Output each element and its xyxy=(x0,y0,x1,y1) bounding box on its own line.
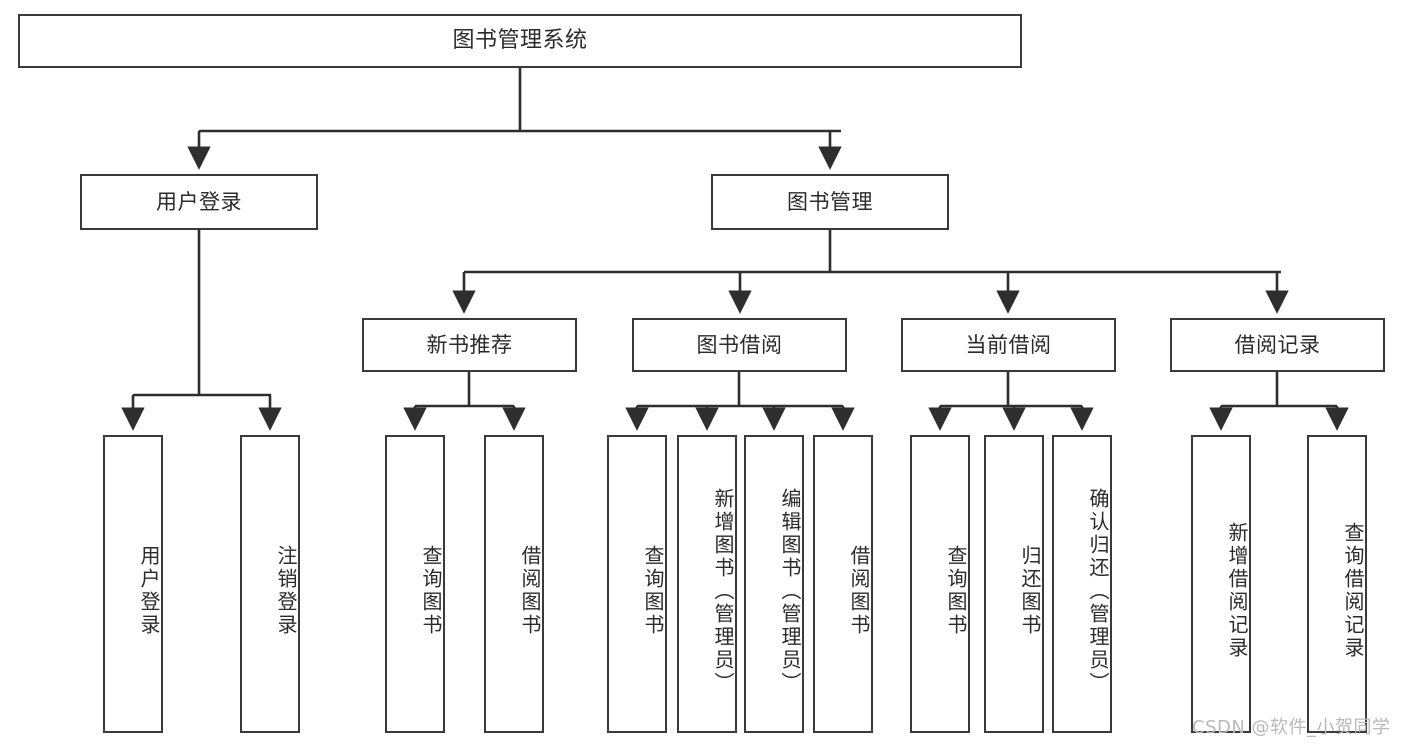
leaf-return-book[interactable]: 归还图书 xyxy=(984,435,1044,733)
leaf-borrow-book-borrowing[interactable]: 借阅图书 xyxy=(813,435,873,733)
leaf-query-book-current[interactable]: 查询图书 xyxy=(910,435,970,733)
leaf-edit-book-admin[interactable]: 编辑图书（管理员） xyxy=(744,435,804,733)
node-new-book-recommendation[interactable]: 新书推荐 xyxy=(362,318,577,372)
leaf-user-login[interactable]: 用户登录 xyxy=(103,435,163,733)
csdn-watermark: CSDN @软件_小贺同学 xyxy=(1192,717,1391,738)
node-user-login[interactable]: 用户登录 xyxy=(80,174,318,230)
node-borrowing-records[interactable]: 借阅记录 xyxy=(1170,318,1385,372)
node-root-system[interactable]: 图书管理系统 xyxy=(18,14,1022,68)
node-current-borrowing[interactable]: 当前借阅 xyxy=(901,318,1116,372)
leaf-confirm-return-admin[interactable]: 确认归还（管理员） xyxy=(1052,435,1112,733)
leaf-query-borrowing-record[interactable]: 查询借阅记录 xyxy=(1307,435,1367,733)
leaf-query-book-recommendation[interactable]: 查询图书 xyxy=(385,435,445,733)
leaf-logout[interactable]: 注销登录 xyxy=(240,435,300,733)
leaf-add-book-admin[interactable]: 新增图书（管理员） xyxy=(677,435,737,733)
leaf-query-book-borrowing[interactable]: 查询图书 xyxy=(607,435,667,733)
node-book-management[interactable]: 图书管理 xyxy=(711,174,949,230)
node-book-borrowing[interactable]: 图书借阅 xyxy=(632,318,847,372)
leaf-borrow-book-recommendation[interactable]: 借阅图书 xyxy=(484,435,544,733)
leaf-add-borrowing-record[interactable]: 新增借阅记录 xyxy=(1191,435,1251,733)
